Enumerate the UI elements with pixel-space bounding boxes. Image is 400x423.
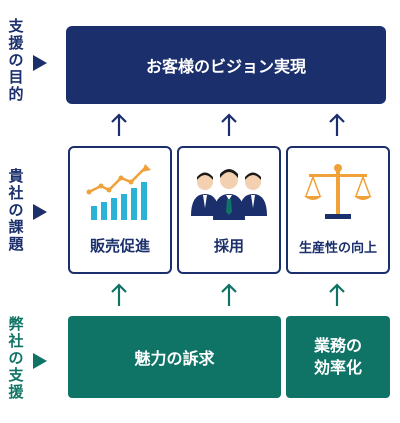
goal-box: お客様のビジョン実現: [66, 26, 386, 104]
issue-card-sales: 販売促進: [68, 146, 172, 274]
up-arrow-icon: [111, 113, 127, 136]
up-arrow-icon: [111, 283, 127, 306]
goal-text: お客様のビジョン実現: [145, 57, 306, 76]
support-text-line1: 業務の: [313, 336, 362, 355]
issue-label: 採用: [213, 237, 244, 255]
up-arrow-icon: [221, 113, 237, 136]
growth-chart-icon: [86, 164, 151, 220]
up-arrow-icon: [329, 113, 345, 136]
issue-card-productivity: 生産性の向上: [286, 146, 390, 274]
scale-icon: [304, 164, 372, 219]
support-box-appeal: 魅力の訴求: [68, 316, 281, 398]
support-text: 魅力の訴求: [134, 349, 215, 368]
support-text-line2: 効率化: [313, 358, 362, 377]
label-issues: 貴 社 の 課 題: [8, 167, 24, 253]
purpose-pointer-icon: [33, 55, 47, 71]
issue-card-recruiting: 採用: [177, 146, 281, 274]
issues-pointer-icon: [33, 204, 47, 220]
label-purpose: 支 援 の 目 的: [8, 17, 24, 103]
people-icon: [191, 169, 267, 220]
issue-label: 生産性の向上: [298, 241, 377, 256]
label-support: 弊 社 の 支 援: [8, 315, 24, 401]
up-arrow-icon: [221, 283, 237, 306]
issue-label: 販売促進: [89, 237, 150, 255]
support-box-efficiency: 業務の 効率化: [286, 316, 390, 398]
up-arrow-icon: [329, 283, 345, 306]
support-pointer-icon: [33, 353, 47, 369]
